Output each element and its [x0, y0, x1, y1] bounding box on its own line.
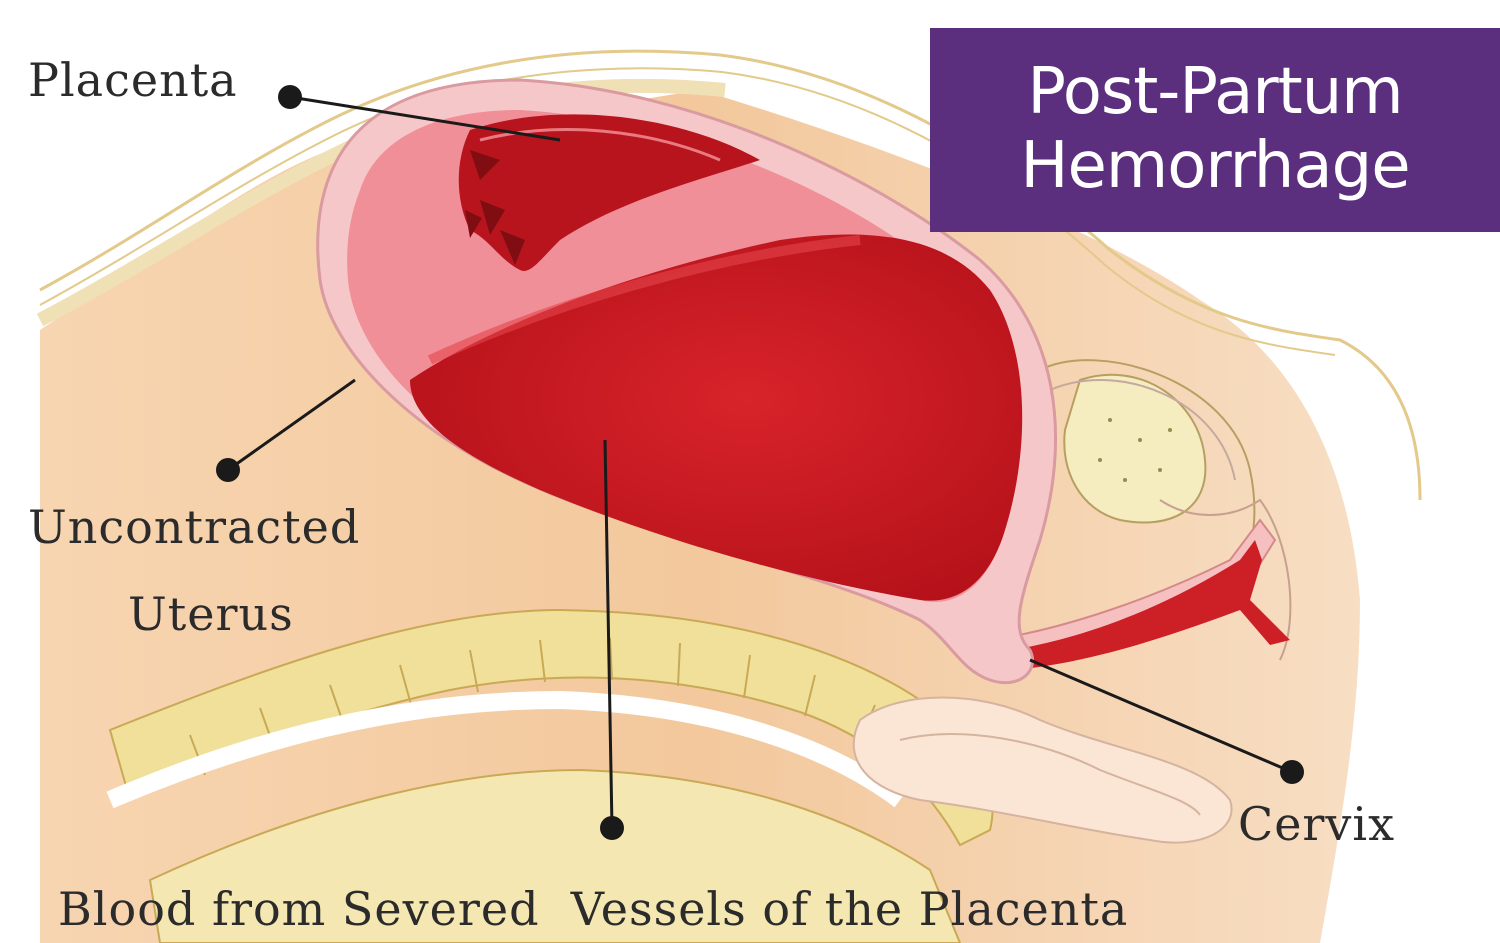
blood-dot: [600, 816, 624, 840]
title-line-1: Post-Partum: [1027, 56, 1402, 130]
uterus-label-line1: Uncontracted: [28, 503, 360, 551]
uterus-dot: [216, 458, 240, 482]
cervix-dot: [1280, 760, 1304, 784]
title-line-2: Hemorrhage: [1020, 130, 1409, 204]
title-banner: Post-Partum Hemorrhage: [930, 28, 1500, 232]
uterus-label-line2: Uterus: [128, 590, 294, 638]
placenta-dot: [278, 85, 302, 109]
placenta-label: Placenta: [28, 56, 238, 104]
cervix-label: Cervix: [1238, 800, 1395, 848]
blood-label: Blood from Severed Vessels of the Placen…: [58, 885, 1128, 933]
